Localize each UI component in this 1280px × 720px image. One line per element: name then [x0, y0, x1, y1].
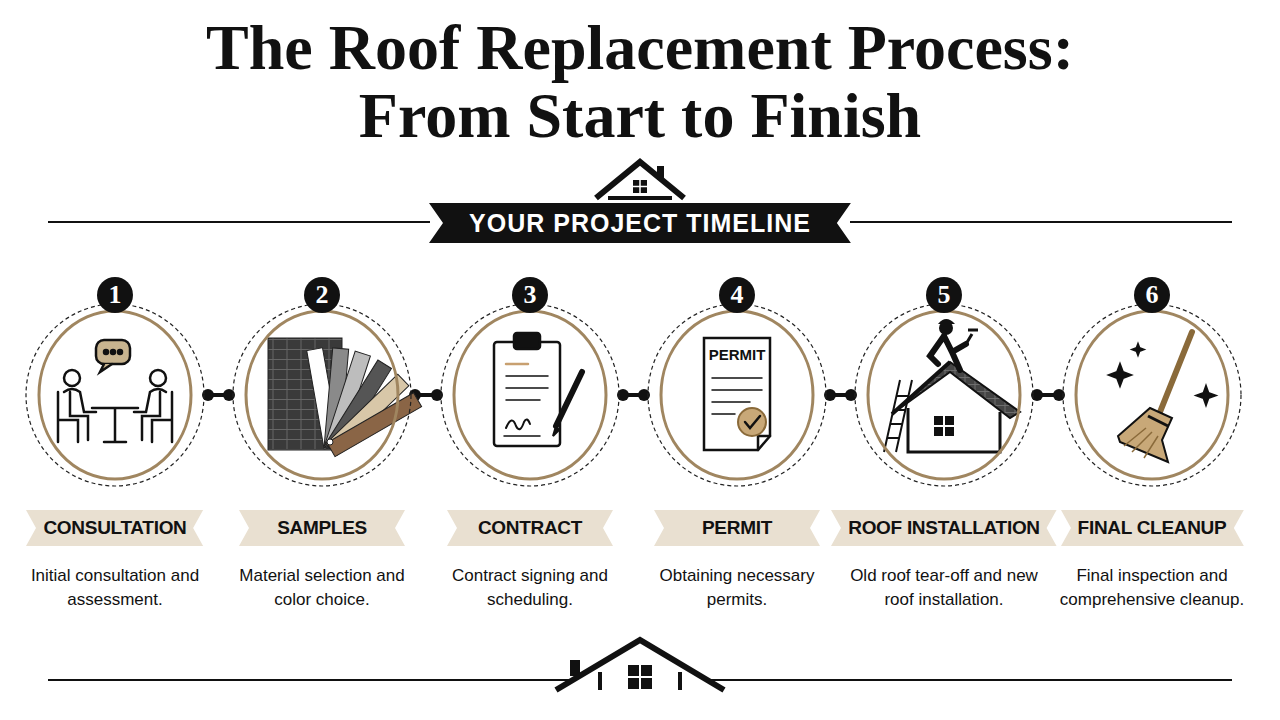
step-title: CONSULTATION — [43, 517, 186, 539]
step-description: Old roof tear-off and new roof installat… — [844, 564, 1044, 612]
circle-outline — [854, 303, 1034, 487]
consultation-icon — [58, 340, 172, 442]
step-title: CONTRACT — [478, 517, 582, 539]
step-circle: 3 — [440, 303, 620, 487]
dashed-ring — [441, 304, 619, 486]
step-description: Material selection and color choice. — [222, 564, 422, 612]
step-circle: 2 — [232, 303, 412, 487]
contract-icon — [494, 333, 582, 446]
broom-icon — [1109, 332, 1216, 462]
circle-outline — [647, 303, 827, 487]
step-ribbon: PERMITObtaining necessary permits. — [654, 510, 820, 546]
step-description: Final inspection and comprehensive clean… — [1052, 564, 1252, 612]
banner-fill — [429, 203, 851, 243]
bottom-house-icon — [48, 640, 1232, 690]
circle-outline — [440, 303, 620, 487]
step-title: ROOF INSTALLATION — [848, 517, 1040, 539]
permit-icon — [704, 338, 770, 450]
step-ribbon: SAMPLESMaterial selection and color choi… — [239, 510, 405, 546]
ribbon-fill — [447, 510, 613, 546]
step-number: 1 — [97, 277, 133, 313]
brown-ring — [1076, 311, 1228, 479]
step-number: 4 — [719, 277, 755, 313]
step-circle: 6 — [1062, 303, 1242, 487]
connector — [617, 389, 650, 401]
step-number: 2 — [304, 277, 340, 313]
step-description: Contract signing and scheduling. — [430, 564, 630, 612]
connector — [1031, 389, 1065, 401]
dashed-ring — [26, 304, 204, 486]
step-circle: 5 — [854, 303, 1034, 487]
icon-label: PERMIT — [709, 346, 766, 363]
connector — [202, 389, 235, 401]
brown-ring — [246, 311, 398, 479]
brown-ring — [868, 311, 1020, 479]
circle-outline — [25, 303, 205, 487]
timeline-banner: YOUR PROJECT TIMELINE — [429, 203, 851, 243]
step-ribbon: CONTRACTContract signing and scheduling. — [447, 510, 613, 546]
dashed-ring — [233, 304, 411, 486]
banner-text: YOUR PROJECT TIMELINE — [469, 209, 811, 238]
step-circle: 1 — [25, 303, 205, 487]
ribbon-fill — [831, 510, 1057, 546]
connector — [824, 389, 857, 401]
step-ribbon: FINAL CLEANUPFinal inspection and compre… — [1061, 510, 1244, 546]
brown-ring — [39, 311, 191, 479]
ribbon-fill — [239, 510, 405, 546]
brown-ring — [454, 311, 606, 479]
ribbon-fill — [26, 510, 203, 546]
step-circle: 4 — [647, 303, 827, 487]
house-icon — [596, 162, 684, 198]
dashed-ring — [648, 304, 826, 486]
circle-outline — [1062, 303, 1242, 487]
brown-ring — [661, 311, 813, 479]
circle-outline — [232, 303, 412, 487]
ribbon-fill — [654, 510, 820, 546]
step-title: FINAL CLEANUP — [1078, 517, 1227, 539]
step-title: SAMPLES — [277, 517, 367, 539]
dashed-ring — [1063, 304, 1241, 486]
ribbon-fill — [1061, 510, 1244, 546]
step-description: Obtaining necessary permits. — [637, 564, 837, 612]
dashed-ring — [855, 304, 1033, 486]
step-number: 6 — [1134, 277, 1170, 313]
step-ribbon: ROOF INSTALLATIONOld roof tear-off and n… — [831, 510, 1057, 546]
title: The Roof Replacement Process: From Start… — [140, 14, 1140, 150]
step-number: 3 — [512, 277, 548, 313]
step-description: Initial consultation and assessment. — [15, 564, 215, 612]
step-ribbon: CONSULTATIONInitial consultation and ass… — [26, 510, 203, 546]
step-title: PERMIT — [702, 517, 772, 539]
step-number: 5 — [926, 277, 962, 313]
